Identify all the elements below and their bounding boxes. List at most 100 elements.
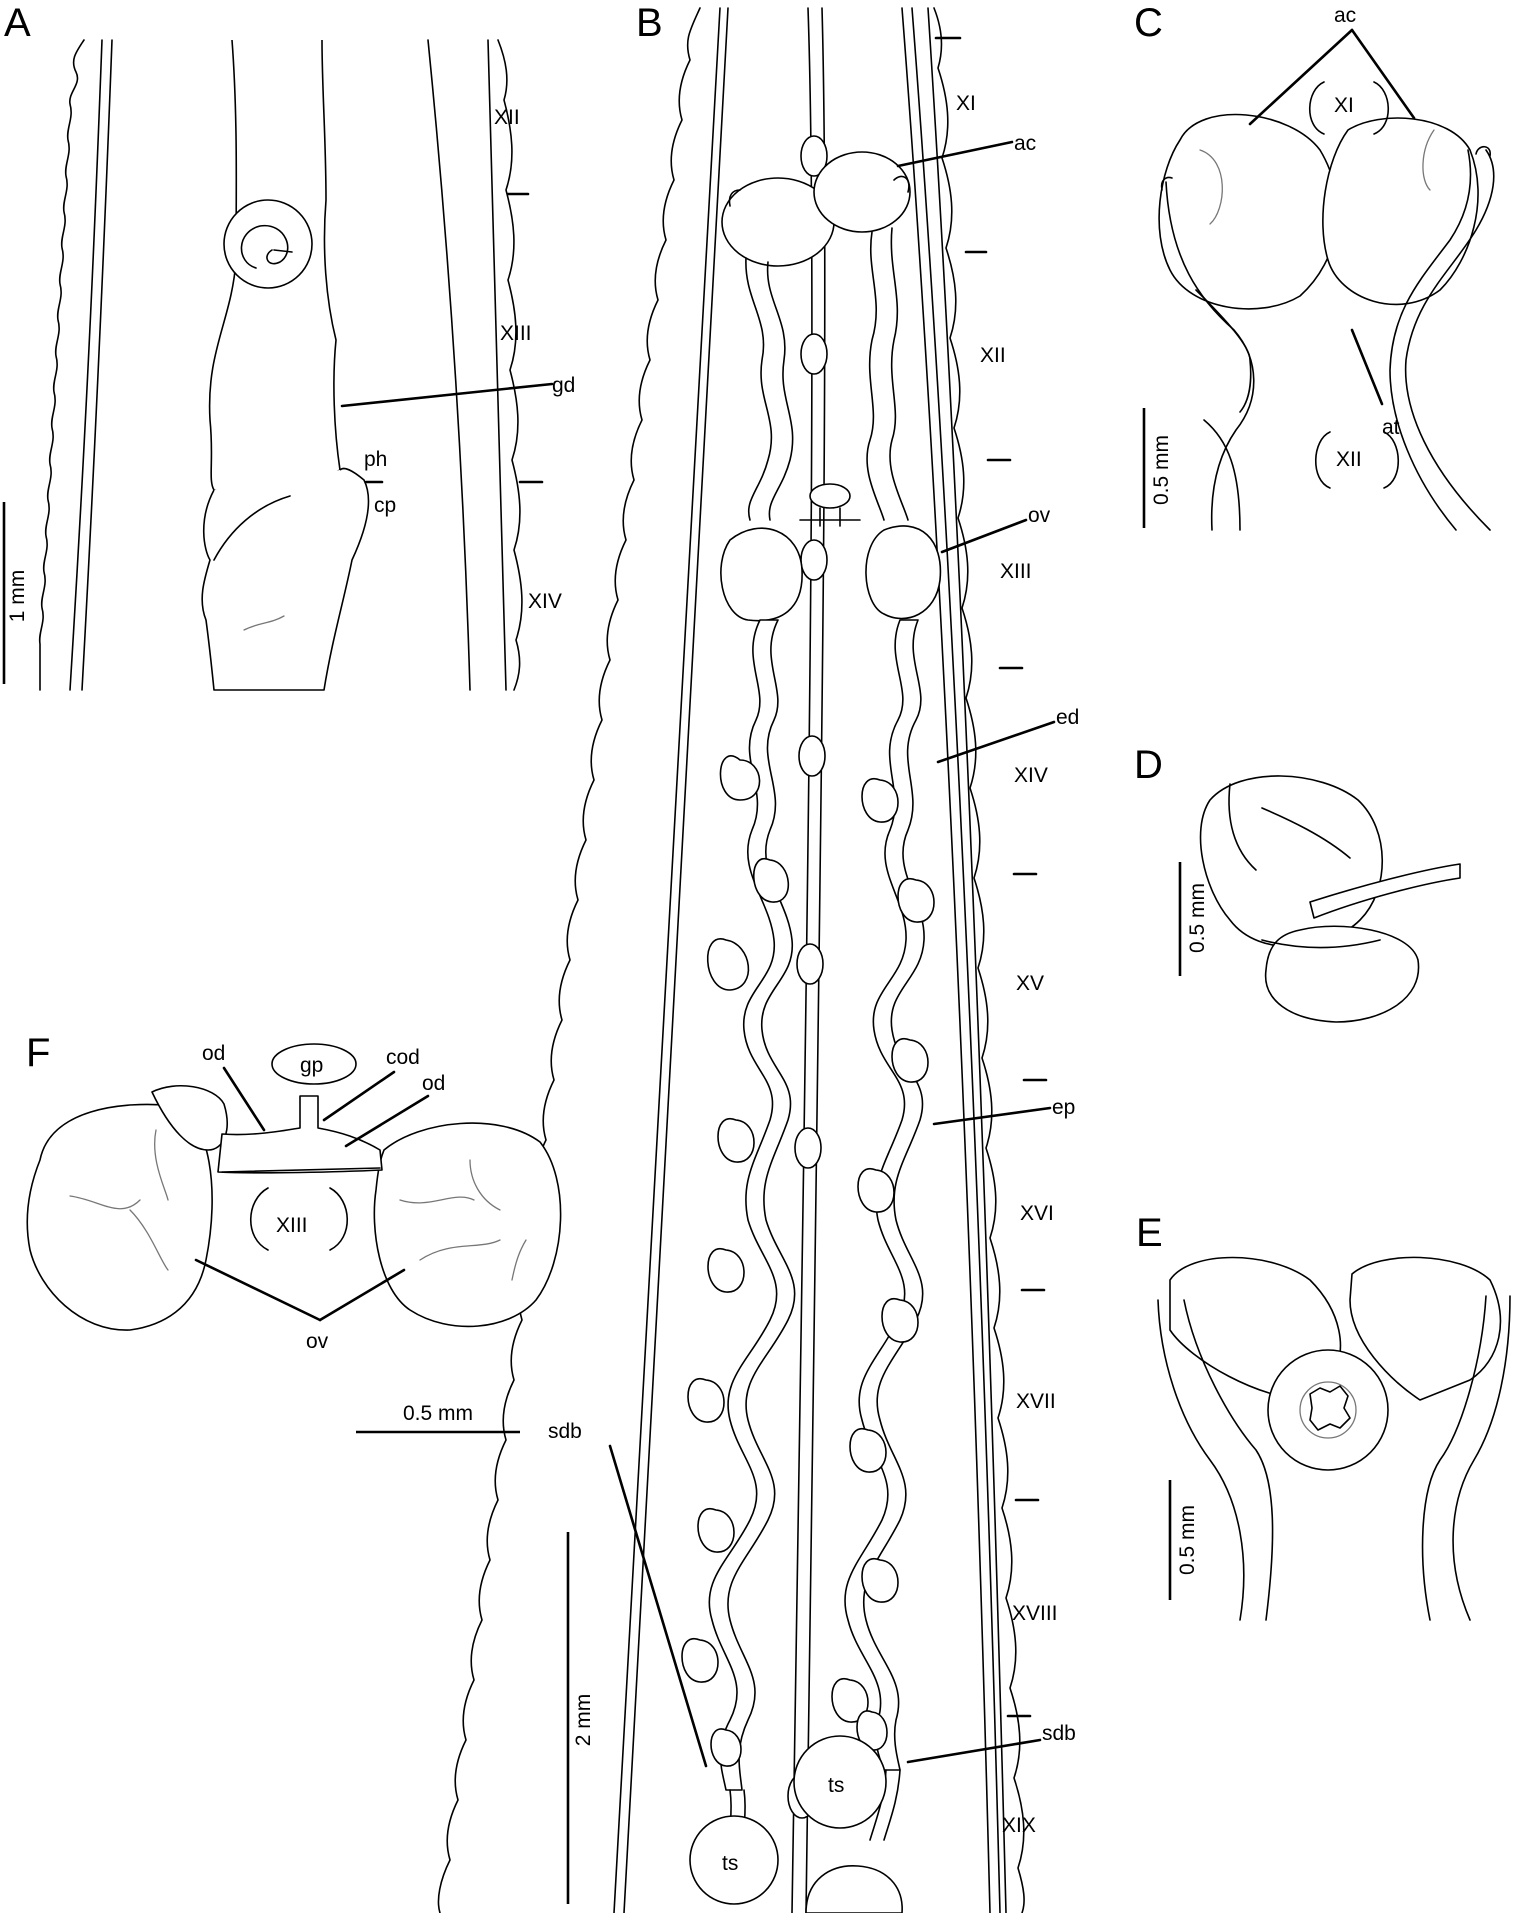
coil (707, 1247, 745, 1293)
panel-c-ampulla-left-line (1199, 149, 1223, 225)
panel-e-duct-left-inner (1183, 1299, 1274, 1621)
panel-a-inner-wall-right (427, 39, 471, 691)
panel-b-ampulla-right-notch (893, 175, 910, 193)
panel-f-od-right-leader (344, 1094, 430, 1148)
panel-b-vas-right-2 (883, 1769, 901, 1841)
panel-b-seg-XV: XV (1016, 972, 1044, 995)
panel-d: D 0.5 mm (1134, 743, 1461, 1023)
panel-c-seg-xi-bracket-left (1309, 81, 1325, 135)
panel-f-label-cod: cod (386, 1046, 420, 1069)
panel-c-ampulla-right (1322, 117, 1479, 306)
coil (831, 1677, 869, 1723)
panel-b-testis-sac-lower (805, 1865, 903, 1913)
panel-e: E 0.5 mm (1136, 1211, 1511, 1621)
panel-d-ampulla-rim (1228, 783, 1257, 871)
panel-b-inner-wall-right (901, 7, 991, 1913)
coil (697, 1507, 735, 1553)
panel-e-duct-right-inner (1421, 1295, 1487, 1621)
panel-b-label-sdb-right: sdb (1042, 1722, 1076, 1745)
panel-b-label-ts-right: ts (828, 1774, 844, 1797)
panel-b-sperm-duct-right-2 (889, 227, 909, 521)
panel-f-scale-label: 0.5 mm (403, 1402, 473, 1425)
coil (717, 1117, 755, 1163)
panel-c-ac-leader-left (1248, 28, 1354, 126)
panel-c-notch-right (1475, 145, 1491, 157)
panel-b-seg-XIV: XIV (1014, 764, 1048, 787)
panel-b-ep-leader (932, 1106, 1052, 1126)
panel-e-scale-label: 0.5 mm (1176, 1505, 1199, 1575)
panel-b-testis-sac-right (793, 1735, 887, 1829)
coil (710, 1728, 742, 1767)
panel-b-seg-XIII: XIII (1000, 560, 1032, 583)
panel-f-ovary-right (373, 1122, 562, 1328)
panel-f: F gp XIII od cod od ov 0.5 mm (26, 1031, 562, 1434)
panel-a-scale-label: 1 mm (6, 570, 29, 623)
panel-d-letter: D (1134, 743, 1163, 787)
panel-f-ovary-left (26, 1103, 213, 1331)
panel-f-label-ov: ov (306, 1330, 329, 1353)
panel-b-ampulla-right (813, 151, 911, 233)
panel-a-inner-wall-right-2 (487, 39, 507, 691)
panel-c-ampulla-left (1158, 113, 1339, 310)
coil (752, 857, 790, 903)
panel-b-label-ed: ed (1056, 706, 1079, 729)
panel-f-oviducts (217, 1095, 383, 1174)
panel-b-seg-XVI: XVI (1020, 1202, 1054, 1225)
panel-a-inner-wall-left (69, 39, 103, 691)
panel-d-duct (1309, 863, 1461, 919)
panel-c-seg-XII: XII (1336, 448, 1362, 471)
panel-c-duct-left-outer (1165, 181, 1255, 531)
panel-c-seg-XI: XI (1334, 94, 1354, 117)
coil (681, 1637, 719, 1683)
ganglion (800, 135, 828, 177)
panel-a-copulatory-pouch (201, 467, 370, 691)
panel-c-label-at: at (1382, 416, 1400, 439)
panel-b-inner-wall-right-2 (911, 7, 1001, 1913)
panel-a: A XII XIII XIV gd ph cp 1 mm (2, 1, 575, 691)
panel-a-coil-outer (223, 199, 313, 289)
coil (861, 1557, 899, 1603)
panel-c-duct-right-inner (1389, 149, 1472, 531)
panel-b-ac-leader (896, 140, 1014, 168)
coil (857, 1167, 895, 1213)
panel-f-label-od-right: od (422, 1072, 445, 1095)
panel-f-label-od-left: od (202, 1042, 225, 1065)
coil (897, 877, 935, 923)
panel-a-pouch-fold (213, 495, 291, 561)
panel-b-body-wall-right (933, 7, 1025, 1913)
panel-a-pouch-fold-2 (243, 615, 285, 631)
panel-b-ejaculatory-duct-left (708, 619, 796, 1791)
panel-a-gd-leader (340, 382, 554, 408)
panel-b-label-ac: ac (1014, 132, 1036, 155)
panel-c-notch-left (1160, 176, 1173, 191)
panel-f-oviduct-lower (221, 1167, 381, 1173)
panel-b-testis-sac-left (689, 1815, 779, 1905)
ganglion (796, 943, 824, 985)
panel-c: C XI XII ac at 0.5 mm (1134, 1, 1495, 531)
panel-b-sperm-duct-right (866, 231, 885, 521)
panel-c-duct-left-inner (1195, 289, 1252, 413)
panel-c-letter: C (1134, 1, 1163, 45)
panel-e-letter: E (1136, 1211, 1163, 1255)
coil (719, 755, 761, 801)
panel-f-ovary-left-lines (69, 1129, 169, 1271)
ganglion (800, 333, 828, 375)
panel-b-seg-XVII: XVII (1016, 1390, 1056, 1413)
panel-c-duct-right-outer (1404, 149, 1495, 531)
panel-f-cod-leader (322, 1070, 396, 1122)
panel-b-seg-XVIII: XVIII (1012, 1602, 1058, 1625)
panel-b-ovary-left (720, 527, 803, 622)
panel-b-seg-XI: XI (956, 92, 976, 115)
panel-f-seg-XIII: XIII (276, 1214, 308, 1237)
panel-b-inner-wall-left (613, 7, 721, 1913)
panel-a-coil-inner (240, 225, 289, 269)
panel-f-ov-leader-right (318, 1268, 406, 1322)
panel-b-ampulla-left-notch (728, 189, 741, 207)
panel-e-duct-right-outer (1452, 1295, 1511, 1621)
panel-c-ampulla-right-line (1422, 129, 1435, 191)
panel-e-chamber-inner (1299, 1381, 1357, 1439)
panel-b-sdb-left-leader (608, 1444, 708, 1768)
panel-b-ed-leader (936, 720, 1056, 764)
panel-b-inner-wall-right-3 (927, 7, 1007, 1913)
